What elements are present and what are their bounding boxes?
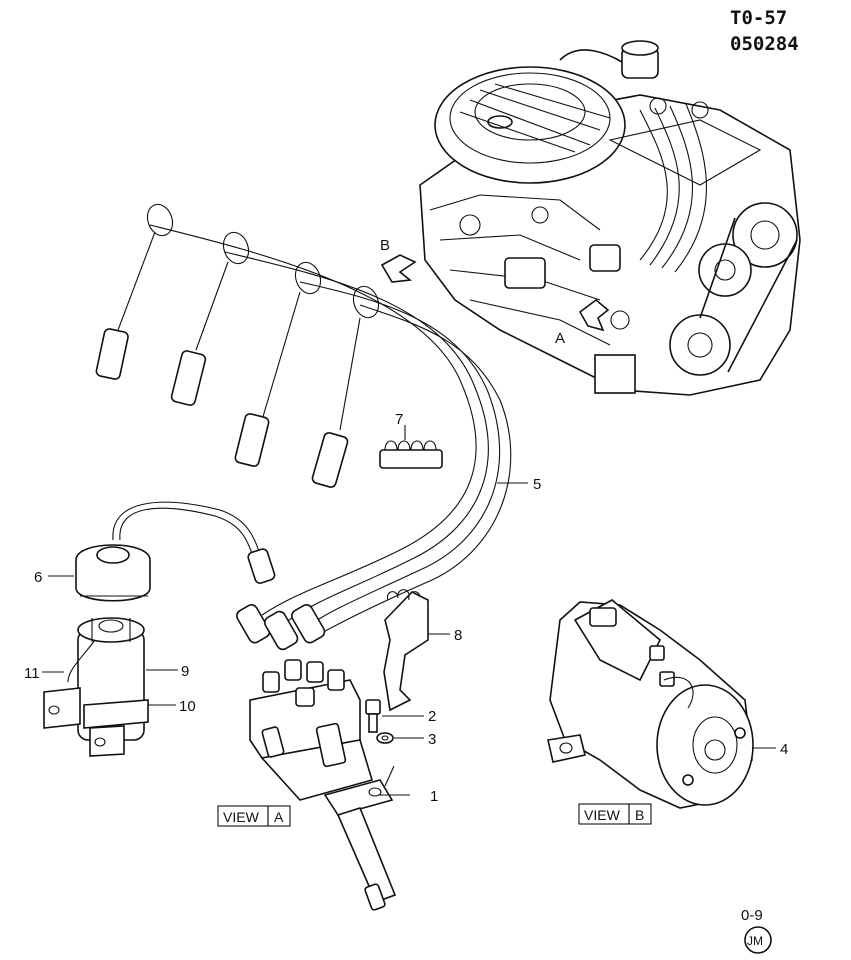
callout-4: 4 [780,741,788,758]
page-number: 0-9 [741,907,763,924]
bolt-and-washer [365,699,424,744]
starter-motor [547,599,776,809]
coil-wire-and-cover [48,501,276,602]
diagram-date-code: 050284 [730,33,799,55]
view-b-engine-marker: B [380,237,390,254]
view-b-letter: B [635,807,644,823]
view-a-label: VIEW A [217,805,291,827]
view-b-label: VIEW B [578,803,652,825]
callout-2: 2 [428,708,436,725]
wire-separator-clip [379,425,443,469]
callout-7: 7 [395,411,403,428]
view-a-engine-marker: A [555,330,565,347]
view-a-word: VIEW [223,809,260,825]
callout-9: 9 [181,663,189,680]
callout-5: 5 [533,476,541,493]
callout-3: 3 [428,731,436,748]
callout-11: 11 [24,665,40,682]
callout-1: 1 [430,788,438,805]
callout-6: 6 [34,569,42,586]
spark-plug-wire-set [95,203,528,651]
callout-8: 8 [454,627,462,644]
view-b-word: VIEW [584,807,621,823]
callout-10: 10 [179,698,196,715]
wire-clip-bracket [383,589,450,712]
diagram-code: T0-57 [730,7,787,29]
ignition-coil [42,617,178,757]
jm-stamp-circle [744,926,772,954]
view-a-letter: A [274,809,284,825]
distributor [249,659,410,911]
jm-stamp: JM [747,934,763,948]
engine-assembly: B A [380,40,801,396]
